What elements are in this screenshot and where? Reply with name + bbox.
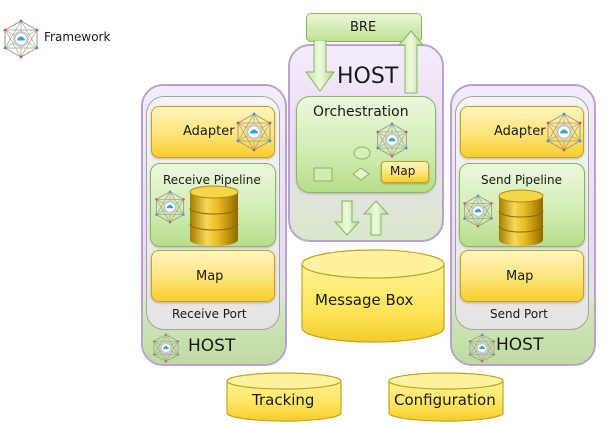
framework-icon bbox=[234, 112, 274, 152]
send-pipeline-label: Send Pipeline bbox=[481, 173, 562, 187]
send-map[interactable] bbox=[460, 250, 584, 302]
tracking-label: Tracking bbox=[252, 391, 315, 409]
orchestration-shapes bbox=[313, 146, 371, 182]
receive-adapter-label: Adapter bbox=[183, 124, 235, 139]
receive-port-label: Receive Port bbox=[172, 307, 247, 321]
down-arrow-icon bbox=[334, 200, 360, 236]
legend-label: Framework bbox=[44, 30, 111, 44]
orchestration-map[interactable] bbox=[381, 161, 429, 183]
database-icon bbox=[498, 189, 544, 246]
framework-icon bbox=[467, 333, 497, 363]
up-arrow-icon bbox=[363, 200, 389, 236]
configuration-database[interactable] bbox=[387, 371, 505, 423]
bre-box[interactable] bbox=[306, 13, 422, 42]
rectangle-shape bbox=[313, 167, 333, 182]
receive-map[interactable] bbox=[151, 250, 275, 302]
framework-icon bbox=[461, 194, 495, 228]
center-host-label: HOST bbox=[337, 64, 399, 89]
orchestration-map-label: Map bbox=[390, 164, 416, 178]
circle-shape bbox=[353, 146, 371, 160]
diamond-shape bbox=[352, 167, 370, 181]
framework-icon bbox=[544, 112, 584, 152]
tracking-database[interactable] bbox=[225, 371, 343, 423]
bre-down-arrow-icon bbox=[305, 40, 335, 92]
database-icon bbox=[189, 185, 239, 246]
receive-map-label: Map bbox=[196, 269, 224, 284]
bre-label: BRE bbox=[350, 20, 377, 35]
framework-icon bbox=[151, 333, 181, 363]
orchestration-label: Orchestration bbox=[313, 104, 409, 120]
send-port-label: Send Port bbox=[490, 307, 548, 321]
send-host-label: HOST bbox=[496, 335, 544, 355]
legend: Framework bbox=[0, 18, 130, 58]
send-adapter-label: Adapter bbox=[494, 124, 546, 139]
framework-icon bbox=[1, 19, 41, 59]
framework-icon bbox=[153, 190, 187, 224]
send-map-label: Map bbox=[506, 269, 534, 284]
message-box-database[interactable] bbox=[300, 248, 446, 344]
configuration-label: Configuration bbox=[394, 391, 496, 409]
receive-pipeline-label: Receive Pipeline bbox=[163, 173, 261, 187]
receive-host-label: HOST bbox=[188, 336, 236, 356]
bre-up-arrow-icon bbox=[398, 30, 424, 94]
message-box-label: Message Box bbox=[315, 291, 414, 309]
